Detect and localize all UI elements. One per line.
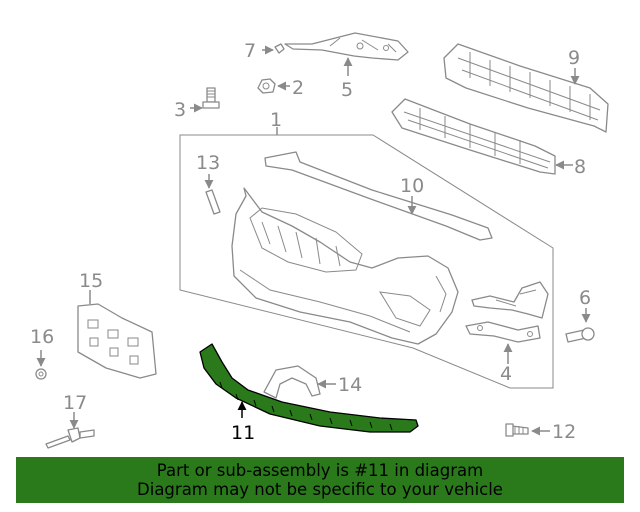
callout-12: 12 bbox=[552, 421, 576, 443]
info-banner: Part or sub-assembly is #11 in diagram D… bbox=[16, 457, 624, 503]
part-push-pin-16 bbox=[35, 368, 47, 380]
part-bumper-cover bbox=[231, 187, 459, 345]
callout-6: 6 bbox=[579, 287, 591, 309]
callout-14: 14 bbox=[338, 374, 362, 396]
callout-1: 1 bbox=[270, 109, 282, 131]
callout-13: 13 bbox=[196, 152, 220, 174]
part-license-bracket-15 bbox=[77, 303, 157, 379]
assembly-outline bbox=[179, 134, 554, 389]
callout-4: 4 bbox=[500, 363, 512, 385]
part-nut-2 bbox=[257, 78, 276, 94]
part-screw-6 bbox=[565, 327, 595, 343]
part-bolt-3 bbox=[202, 87, 220, 109]
callout-11: 11 bbox=[231, 422, 255, 444]
highlighted-part bbox=[199, 343, 419, 433]
part-upper-strip-10 bbox=[264, 151, 493, 241]
part-lower-bracket-4 bbox=[465, 321, 541, 343]
callout-7: 7 bbox=[244, 40, 256, 62]
callout-9: 9 bbox=[568, 47, 580, 69]
callout-2: 2 bbox=[292, 77, 304, 99]
part-side-bracket bbox=[471, 281, 549, 319]
part-bolt-12 bbox=[505, 423, 529, 437]
part-upper-bracket bbox=[284, 32, 409, 61]
callout-8: 8 bbox=[574, 156, 586, 178]
callout-10: 10 bbox=[400, 175, 424, 197]
callout-16: 16 bbox=[30, 326, 54, 348]
callout-17: 17 bbox=[63, 392, 87, 414]
callout-3: 3 bbox=[174, 99, 186, 121]
banner-line-2: Diagram may not be specific to your vehi… bbox=[137, 480, 503, 499]
banner-line-1: Part or sub-assembly is #11 in diagram bbox=[156, 461, 484, 480]
part-bracket-13 bbox=[205, 189, 221, 215]
callout-15: 15 bbox=[79, 270, 103, 292]
part-lower-spoiler-11 bbox=[199, 343, 419, 433]
part-rivet-17 bbox=[45, 427, 95, 449]
part-impact-bar-8 bbox=[391, 98, 556, 175]
part-energy-absorber-9 bbox=[443, 43, 609, 133]
part-bracket-14 bbox=[263, 365, 321, 399]
part-clip-7 bbox=[274, 43, 285, 54]
callout-5: 5 bbox=[341, 79, 353, 101]
